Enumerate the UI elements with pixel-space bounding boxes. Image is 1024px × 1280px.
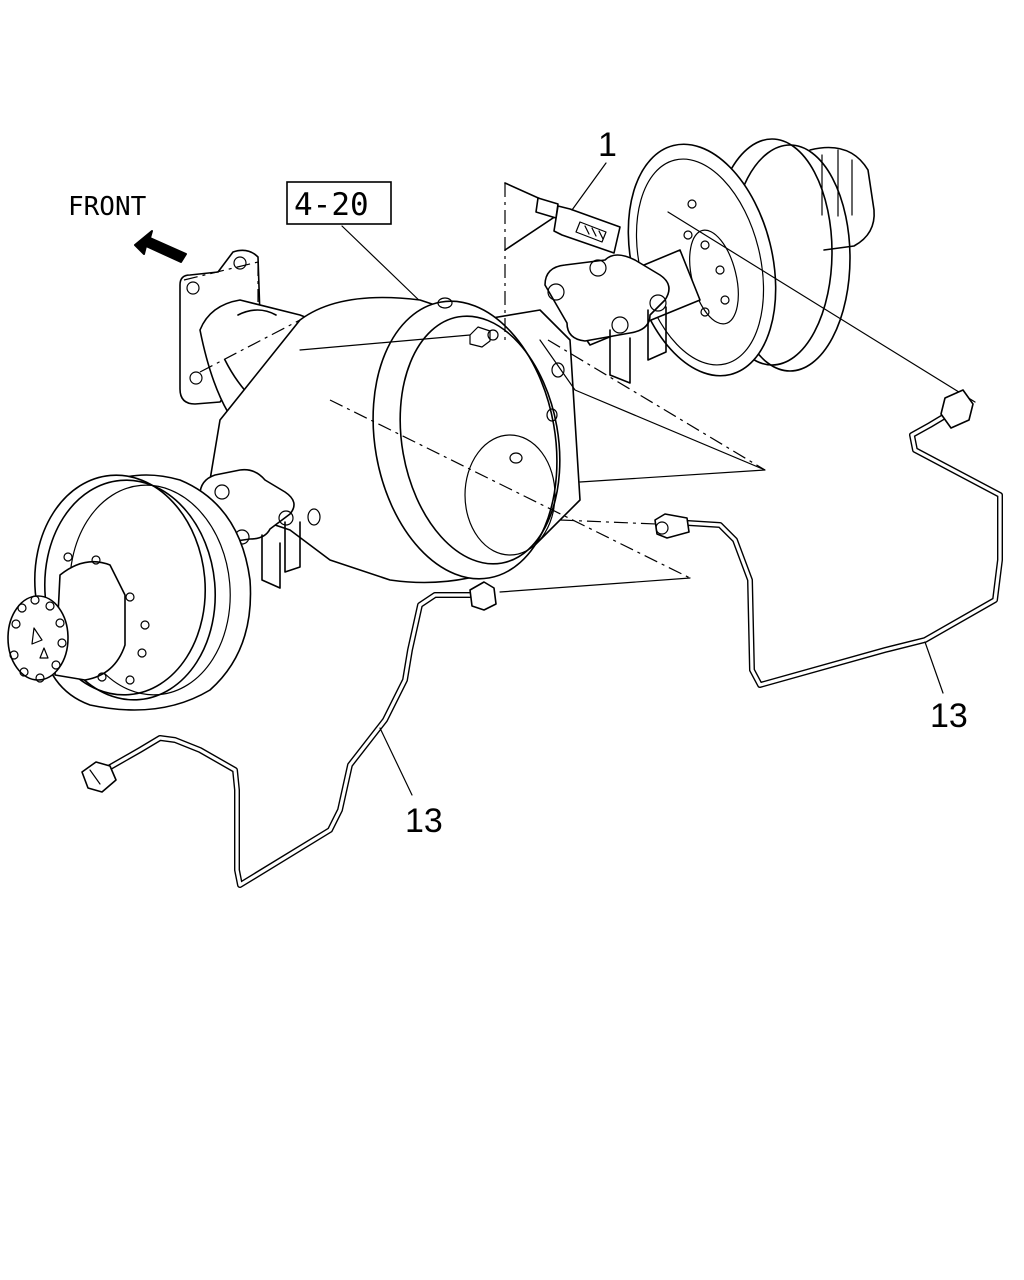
leader-line-13-left [379,727,413,796]
left-pipe-ref-line [299,334,766,483]
differential-housing [209,296,581,584]
reference-box-label: 4-20 [294,187,369,223]
leader-line-13-right [924,641,944,694]
brake-pipe-right [654,389,1003,688]
part-13-callout-right: 13 [930,697,968,735]
part-1-fitting [504,182,621,254]
leader-line-4-20 [341,225,426,307]
front-arrow-icon [134,230,187,263]
leader-line-part-1 [571,162,607,211]
reference-box: 4-20 [286,181,392,225]
brake-pipe-left [81,581,497,888]
rear-axle-assembly [7,138,875,711]
right-brake-drum [627,138,875,377]
left-brake-drum [7,474,252,711]
part-1-callout: 1 [598,126,617,164]
right-pipe-ref-line [667,211,976,403]
front-label: FRONT [68,192,147,222]
part-13-callout-left: 13 [405,802,443,840]
left-pipe-ref-line-2 [499,577,691,593]
right-spring-seat [544,254,670,384]
